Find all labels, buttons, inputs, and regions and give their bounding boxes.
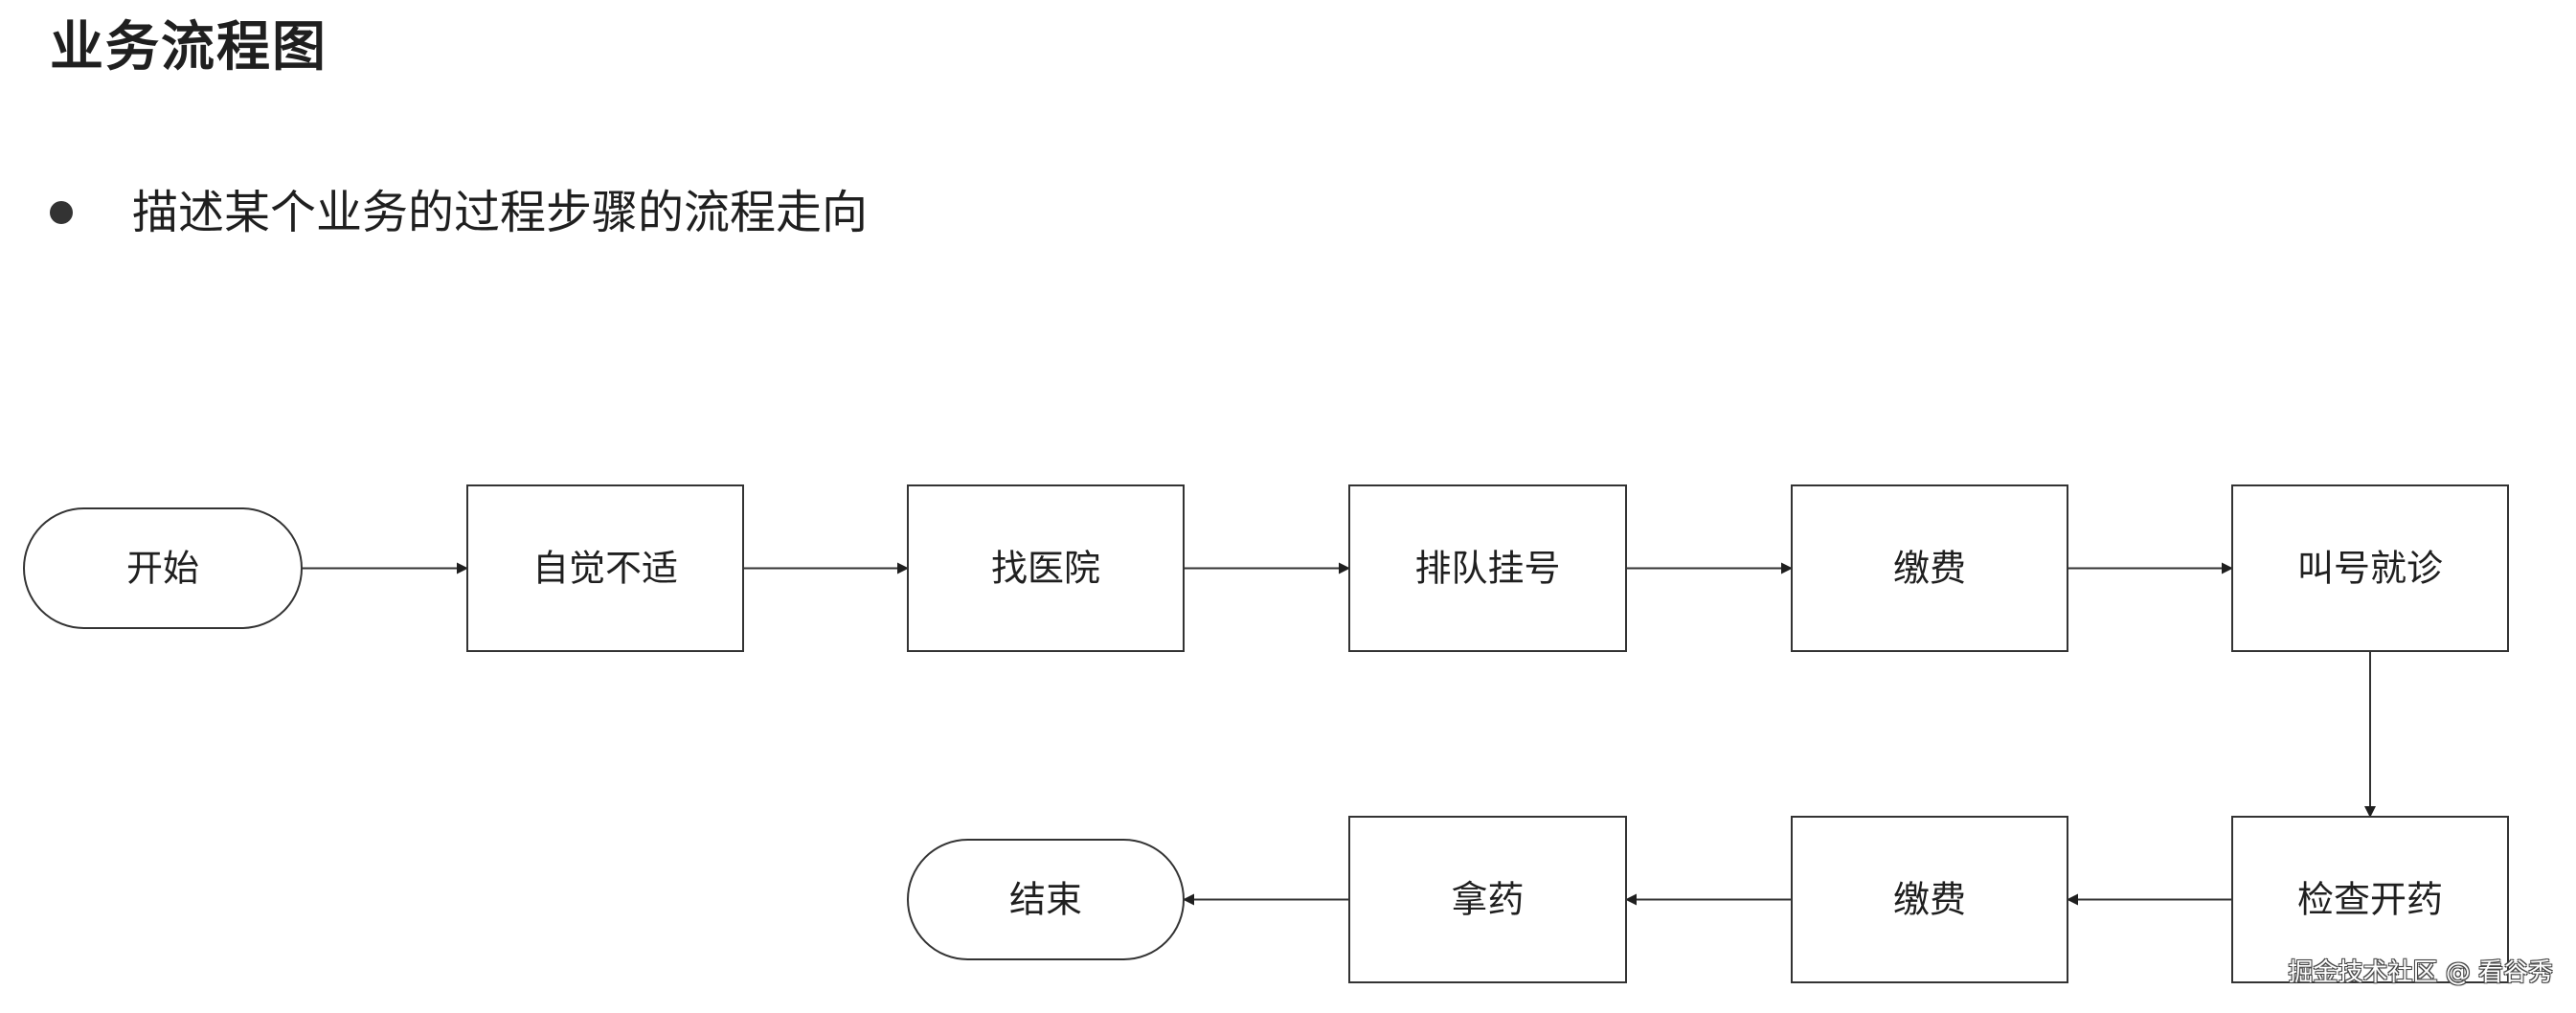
- flow-node-shape: [2231, 484, 2509, 652]
- flow-node-exam-prescribe: 检查开药: [2231, 816, 2509, 983]
- flow-node-label: 排队挂号: [1414, 548, 1560, 590]
- flow-node-label: 找医院: [991, 548, 1100, 590]
- flow-node-shape: [23, 507, 303, 629]
- flow-node-label: 缴费: [1893, 548, 1966, 590]
- flow-node-shape: [1791, 484, 2068, 652]
- flow-node-shape: [1348, 484, 1627, 652]
- flow-node-shape: [466, 484, 744, 652]
- flow-node-label: 结束: [1009, 879, 1082, 921]
- flow-node-shape: [907, 839, 1185, 960]
- bullet-item: 描述某个业务的过程步骤的流程走向: [50, 174, 868, 251]
- flow-node-start: 开始: [23, 507, 303, 629]
- flow-node-label: 缴费: [1893, 879, 1966, 921]
- flow-node-feel-unwell: 自觉不适: [466, 484, 744, 652]
- page-title: 业务流程图: [50, 16, 328, 79]
- flow-node-label: 拿药: [1451, 879, 1524, 921]
- bullet-dot-icon: [50, 201, 73, 224]
- flow-node-label: 检查开药: [2297, 879, 2443, 921]
- bullet-text: 描述某个业务的过程步骤的流程走向: [132, 186, 869, 239]
- flow-node-queue-register: 排队挂号: [1348, 484, 1627, 652]
- edges-layer: [302, 562, 2376, 906]
- flow-node-get-medicine: 拿药: [1348, 816, 1627, 983]
- nodes-layer: 开始自觉不适找医院排队挂号缴费叫号就诊检查开药缴费拿药结束: [23, 484, 2509, 983]
- flow-node-called-visit: 叫号就诊: [2231, 484, 2509, 652]
- flow-node-label: 开始: [126, 548, 199, 590]
- flow-node-shape: [1791, 816, 2068, 983]
- flow-node-pay-1: 缴费: [1791, 484, 2068, 652]
- flow-node-label: 叫号就诊: [2297, 548, 2443, 590]
- flow-node-label: 自觉不适: [532, 548, 678, 590]
- flow-node-shape: [907, 484, 1185, 652]
- flow-node-end: 结束: [907, 839, 1185, 960]
- watermark: 掘金技术社区 @ 看谷秀: [2288, 958, 2553, 987]
- flow-node-shape: [1348, 816, 1627, 983]
- flow-node-shape: [2231, 816, 2509, 983]
- flow-node-find-hospital: 找医院: [907, 484, 1185, 652]
- flow-node-pay-2: 缴费: [1791, 816, 2068, 983]
